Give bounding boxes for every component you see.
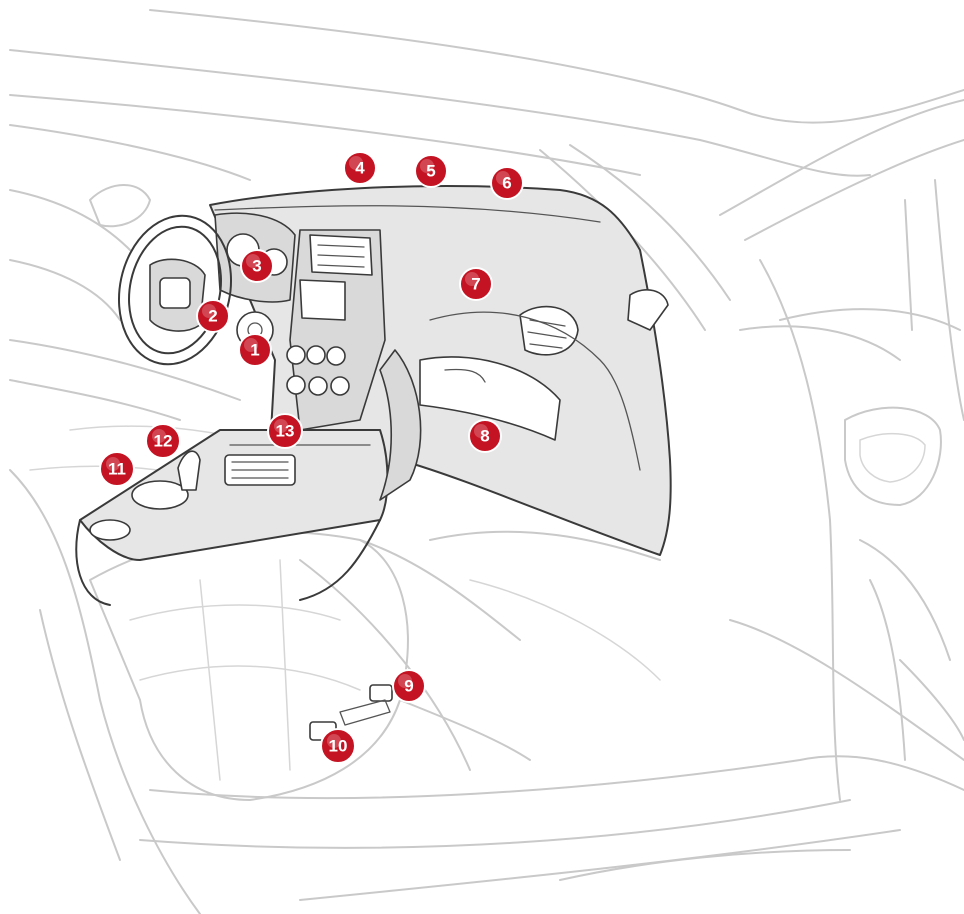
callout-6: 6 — [490, 166, 524, 200]
svg-text:10: 10 — [329, 737, 348, 756]
callout-11: 11 — [99, 451, 135, 487]
svg-text:9: 9 — [404, 677, 413, 696]
callout-13: 13 — [267, 413, 303, 449]
svg-text:7: 7 — [471, 275, 480, 294]
callout-3: 3 — [240, 249, 274, 283]
callout-2: 2 — [196, 299, 230, 333]
callout-5: 5 — [414, 154, 448, 188]
callout-7: 7 — [459, 267, 493, 301]
callout-4: 4 — [343, 151, 377, 185]
seat-switch-9 — [369, 684, 393, 702]
svg-text:2: 2 — [208, 307, 217, 326]
svg-text:3: 3 — [252, 257, 261, 276]
callout-12: 12 — [145, 423, 181, 459]
svg-text:4: 4 — [355, 159, 365, 178]
dashboard — [75, 184, 672, 741]
svg-text:12: 12 — [154, 432, 173, 451]
callout-10: 10 — [320, 728, 356, 764]
callout-1: 1 — [238, 333, 272, 367]
svg-text:13: 13 — [276, 422, 295, 441]
svg-text:8: 8 — [480, 427, 489, 446]
callout-8: 8 — [468, 419, 502, 453]
svg-text:6: 6 — [502, 174, 511, 193]
svg-text:1: 1 — [250, 341, 259, 360]
svg-text:5: 5 — [426, 162, 435, 181]
callout-9: 9 — [392, 669, 426, 703]
svg-text:11: 11 — [108, 460, 126, 479]
